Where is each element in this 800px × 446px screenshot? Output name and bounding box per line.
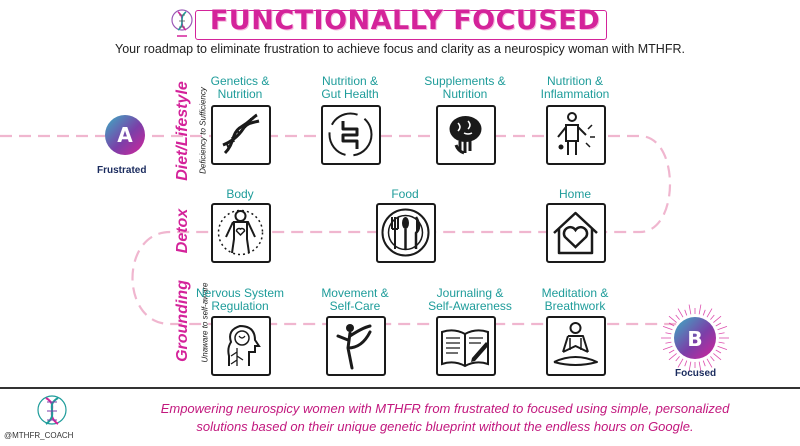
end-badge-letter: B: [687, 327, 702, 351]
step-genetics-nutrition: [211, 105, 271, 165]
step-label-supplements-nutrition: Supplements &Nutrition: [424, 74, 506, 101]
footer-tagline: Empowering neurospicy women with MTHFR f…: [160, 401, 730, 434]
sunburst-ray: [702, 309, 706, 316]
end-label: Focused: [675, 368, 717, 379]
row-label-diet-lifestyle: Diet/Lifestyle: [174, 81, 191, 181]
meditation-icon: [553, 322, 598, 366]
sunburst-ray: [706, 358, 713, 368]
sunburst-ray: [706, 308, 713, 318]
step-supplements-nutrition: [436, 105, 496, 165]
sunburst-ray: [677, 308, 684, 318]
nervous-system-icon: [227, 324, 261, 366]
step-home: [546, 203, 606, 263]
step-movement-self-care: [326, 316, 386, 376]
body-icon: [217, 209, 264, 256]
step-label-genetics-nutrition: Genetics &Nutrition: [210, 74, 270, 101]
logo-dna-icon: [171, 9, 193, 37]
page-subtitle: Your roadmap to eliminate frustration to…: [115, 42, 685, 56]
step-label-nutrition-gut-health: Nutrition &Gut Health: [321, 74, 379, 101]
sunburst-ray: [710, 356, 715, 362]
sunburst-ray: [710, 314, 715, 320]
sunburst-ray: [665, 332, 672, 335]
step-journaling-self-awareness: [436, 316, 496, 376]
sunburst-ray: [698, 361, 702, 372]
step-label-journaling-self-awareness: Journaling &Self-Awareness: [428, 286, 512, 313]
home-heart-icon: [553, 211, 598, 255]
step-nutrition-inflammation: [546, 105, 606, 165]
sunburst-ray: [668, 322, 675, 327]
sunburst-ray: [662, 345, 673, 351]
inflammation-icon: [557, 112, 595, 155]
sunburst-ray: [684, 360, 688, 367]
start-badge-letter: A: [117, 123, 133, 147]
row-sublabel-grounding: Unaware to self-aware: [200, 282, 210, 363]
journal-icon: [441, 329, 489, 368]
step-nutrition-gut-health: [321, 105, 381, 165]
sunburst-ray: [675, 356, 680, 362]
sunburst-ray: [698, 304, 702, 315]
sunburst-ray: [713, 315, 722, 323]
dna-icon: [222, 113, 260, 155]
sunburst-ray: [668, 315, 677, 323]
sunburst-ray: [665, 341, 672, 344]
social-handle: @MTHFR_COACH: [4, 431, 74, 440]
gut-icon: [328, 112, 373, 157]
sunburst-ray: [688, 361, 692, 372]
sunburst-ray: [718, 332, 725, 335]
sunburst-ray: [668, 353, 677, 361]
step-meditation-breathwork: [546, 316, 606, 376]
step-label-body: Body: [226, 187, 254, 201]
sunburst-ray: [702, 360, 706, 367]
row-label-detox: Detox: [174, 208, 191, 254]
sunburst-ray: [684, 309, 688, 316]
step-label-food: Food: [391, 187, 419, 201]
brain-hand-icon: [449, 116, 482, 155]
step-label-home: Home: [558, 187, 591, 201]
end-badge: B: [661, 304, 729, 372]
sunburst-ray: [718, 341, 725, 344]
step-label-meditation-breathwork: Meditation &Breathwork: [541, 286, 609, 313]
sunburst-ray: [717, 345, 728, 351]
sunburst-ray: [688, 304, 692, 315]
sunburst-ray: [717, 325, 728, 331]
step-food: [376, 203, 436, 263]
title-frame: [195, 10, 607, 40]
sunburst-ray: [675, 314, 680, 320]
footer-divider: [0, 387, 800, 389]
step-label-nutrition-inflammation: Nutrition &Inflammation: [540, 74, 610, 101]
yoga-pose-icon: [336, 324, 372, 370]
utensils-icon: [381, 208, 430, 257]
step-nervous-system-regulation: [211, 316, 271, 376]
step-body: [211, 203, 271, 263]
sunburst-ray: [713, 353, 722, 361]
start-badge: A: [105, 115, 145, 155]
sunburst-ray: [668, 349, 675, 354]
start-label: Frustrated: [97, 165, 147, 176]
page-title: FUNCTIONALLY FOCUSED: [209, 5, 601, 36]
sunburst-ray: [662, 325, 673, 331]
sunburst-ray: [715, 322, 722, 327]
step-label-movement-self-care: Movement &Self-Care: [321, 286, 389, 313]
sunburst-ray: [677, 358, 684, 368]
footer-logo-icon: [37, 395, 67, 425]
sunburst-ray: [715, 349, 722, 354]
